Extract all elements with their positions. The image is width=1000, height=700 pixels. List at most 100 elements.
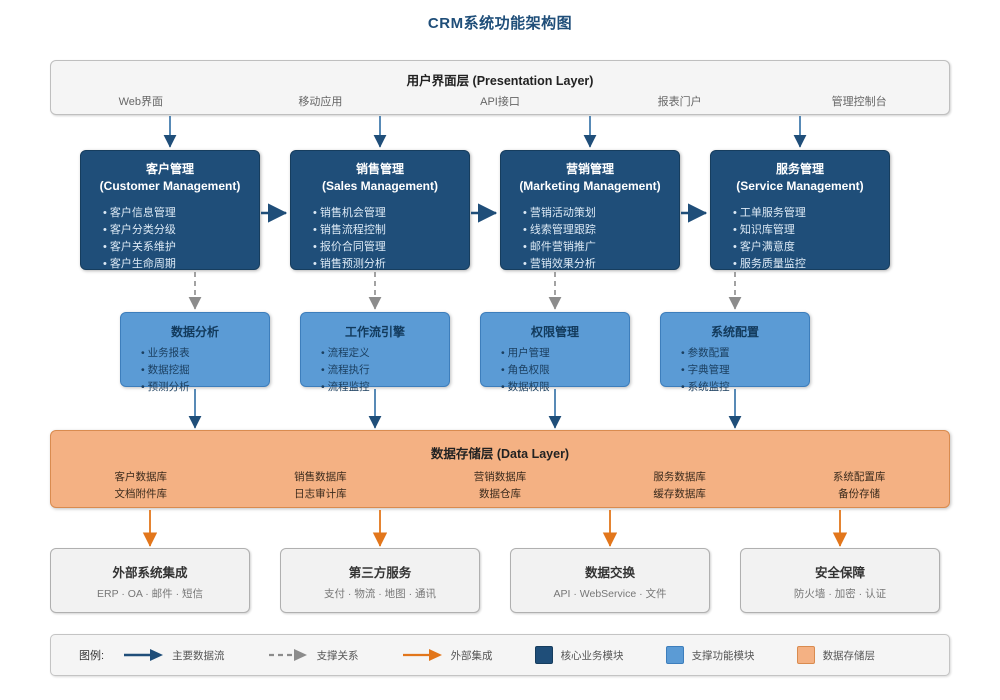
legend-item-label: 支撑功能模块 (691, 649, 755, 662)
legend-item-label: 数据存储层 (822, 649, 876, 662)
data-store-name: 服务数据库 (653, 471, 706, 483)
legend-item-data-layer: 数据存储层 (796, 646, 876, 664)
list-item: 流程执行 (321, 362, 370, 379)
list-item: 客户满意度 (733, 239, 806, 256)
data-store-name: 营销数据库 (473, 471, 527, 483)
legend-item-main-data-flow: 主要数据流 (122, 648, 225, 663)
data-layer-column-system[interactable]: 系统配置库 备份存储 (769, 469, 949, 503)
list-item: 服务质量监控 (733, 256, 806, 273)
core-module-service-management[interactable]: 服务管理 (Service Management) 工单服务管理 知识库管理 客… (710, 150, 890, 270)
support-module-workflow-engine[interactable]: 工作流引擎 流程定义 流程执行 流程监控 (300, 312, 450, 393)
list-item: 字典管理 (681, 362, 730, 379)
solid-orange-arrow-icon (402, 649, 442, 661)
core-module-marketing-management[interactable]: 营销管理 (Marketing Management) 营销活动策划 线索管理跟… (500, 150, 680, 270)
support-module-permission-management[interactable]: 权限管理 用户管理 角色权限 数据权限 (480, 312, 630, 393)
external-box-subtitle: 防火墙 · 加密 · 认证 (793, 588, 887, 600)
external-box-title: 数据交换 (584, 566, 635, 580)
list-item: 预测分析 (141, 379, 190, 396)
support-module-title: 权限管理 (530, 325, 579, 339)
external-box-title: 第三方服务 (348, 566, 412, 580)
external-box-subtitle: ERP · OA · 邮件 · 短信 (97, 588, 203, 600)
presentation-item-mobile[interactable]: 移动应用 (298, 96, 343, 108)
list-item: 线索管理跟踪 (523, 222, 596, 239)
list-item: 角色权限 (501, 362, 550, 379)
presentation-item-report[interactable]: 报表门户 (657, 96, 702, 108)
list-item: 参数配置 (681, 345, 730, 362)
external-box-system-integration[interactable]: 外部系统集成 ERP · OA · 邮件 · 短信 (50, 548, 250, 613)
data-store-name: 缓存数据库 (653, 488, 706, 500)
list-item: 数据权限 (501, 379, 550, 396)
presentation-item-api[interactable]: API接口 (480, 96, 520, 108)
core-module-title-en: (Customer Management) (99, 179, 241, 193)
legend-item-support-relation: 支撑关系 (267, 648, 359, 663)
data-layer-column-sales[interactable]: 销售数据库 日志审计库 (231, 469, 411, 503)
legend-item-label: 支撑关系 (316, 649, 359, 662)
core-module-title: 客户管理 (Customer Management) (81, 161, 259, 195)
data-store-name: 日志审计库 (294, 488, 347, 500)
external-box-subtitle: API · WebService · 文件 (553, 588, 667, 600)
core-module-sales-management[interactable]: 销售管理 (Sales Management) 销售机会管理 销售流程控制 报价… (290, 150, 470, 270)
list-item: 客户关系维护 (103, 239, 176, 256)
list-item: 销售流程控制 (313, 222, 386, 239)
support-module-data-analysis[interactable]: 数据分析 业务报表 数据挖掘 预测分析 (120, 312, 270, 393)
solid-blue-arrow-icon (124, 649, 164, 661)
legend-item-core-module: 核心业务模块 (534, 646, 624, 664)
list-item: 系统监控 (681, 379, 730, 396)
support-module-feature-list: 参数配置 字典管理 系统监控 (681, 345, 730, 396)
core-module-title: 服务管理 (Service Management) (711, 161, 889, 195)
color-swatch-core-icon (534, 646, 553, 664)
legend-item-external-integration: 外部集成 (401, 648, 493, 663)
presentation-layer-title: 用户界面层 (Presentation Layer) (406, 74, 594, 88)
list-item: 客户分类分级 (103, 222, 176, 239)
data-store-name: 销售数据库 (294, 471, 347, 483)
core-module-title-en: (Service Management) (736, 179, 864, 193)
external-box-third-party-services[interactable]: 第三方服务 支付 · 物流 · 地图 · 通讯 (280, 548, 480, 613)
support-module-title: 工作流引擎 (344, 325, 405, 339)
support-module-feature-list: 业务报表 数据挖掘 预测分析 (141, 345, 190, 396)
data-layer-column-customer[interactable]: 客户数据库 文档附件库 (51, 469, 231, 503)
core-module-feature-list: 客户信息管理 客户分类分级 客户关系维护 客户生命周期 (103, 205, 176, 273)
arrows-presentation-to-core (163, 116, 807, 148)
core-module-customer-management[interactable]: 客户管理 (Customer Management) 客户信息管理 客户分类分级… (80, 150, 260, 270)
support-module-feature-list: 用户管理 角色权限 数据权限 (501, 345, 550, 396)
legend-label: 图例: (79, 650, 105, 662)
data-layer-columns: 客户数据库 文档附件库 销售数据库 日志审计库 营销数据库 数据仓库 服务数据库… (51, 469, 949, 503)
list-item: 营销效果分析 (523, 256, 596, 273)
core-module-title-cn: 营销管理 (565, 162, 614, 176)
data-store-name: 数据仓库 (478, 488, 521, 500)
presentation-item-web[interactable]: Web界面 (118, 96, 163, 108)
external-box-subtitle: 支付 · 物流 · 地图 · 通讯 (324, 588, 436, 600)
core-module-feature-list: 销售机会管理 销售流程控制 报价合同管理 销售预测分析 (313, 205, 386, 273)
page-title: CRM系统功能架构图 (427, 15, 573, 32)
list-item: 知识库管理 (733, 222, 806, 239)
data-layer-column-service[interactable]: 服务数据库 缓存数据库 (590, 469, 770, 503)
arrows-data-layer-to-external (142, 510, 848, 547)
data-layer-column-marketing[interactable]: 营销数据库 数据仓库 (410, 469, 590, 503)
data-storage-layer-box[interactable]: 数据存储层 (Data Layer) 客户数据库 文档附件库 销售数据库 日志审… (50, 430, 950, 508)
list-item: 工单服务管理 (733, 205, 806, 222)
presentation-layer-items: Web界面 移动应用 API接口 报表门户 管理控制台 (51, 93, 949, 109)
presentation-item-console[interactable]: 管理控制台 (831, 96, 887, 108)
list-item: 流程监控 (321, 379, 370, 396)
legend-item-support-module: 支撑功能模块 (665, 646, 755, 664)
legend-item-label: 主要数据流 (172, 649, 225, 662)
arrows-support-to-data-layer (188, 389, 742, 429)
core-module-title: 销售管理 (Sales Management) (291, 161, 469, 195)
list-item: 流程定义 (321, 345, 370, 362)
color-swatch-support-icon (665, 646, 684, 664)
support-module-feature-list: 流程定义 流程执行 流程监控 (321, 345, 370, 396)
external-box-data-exchange[interactable]: 数据交换 API · WebService · 文件 (510, 548, 710, 613)
list-item: 营销活动策划 (523, 205, 596, 222)
core-module-title-cn: 客户管理 (145, 162, 194, 176)
presentation-layer-box[interactable]: 用户界面层 (Presentation Layer) Web界面 移动应用 AP… (50, 60, 950, 115)
list-item: 客户生命周期 (103, 256, 176, 273)
data-store-name: 客户数据库 (114, 471, 168, 483)
support-module-system-configuration[interactable]: 系统配置 参数配置 字典管理 系统监控 (660, 312, 810, 393)
core-module-title-cn: 服务管理 (775, 162, 824, 176)
core-module-title: 营销管理 (Marketing Management) (501, 161, 679, 195)
legend-item-label: 外部集成 (450, 649, 493, 662)
dashed-gray-arrow-icon (268, 649, 307, 661)
data-store-name: 文档附件库 (114, 488, 168, 500)
core-module-title-cn: 销售管理 (355, 162, 404, 176)
external-box-security[interactable]: 安全保障 防火墙 · 加密 · 认证 (740, 548, 940, 613)
